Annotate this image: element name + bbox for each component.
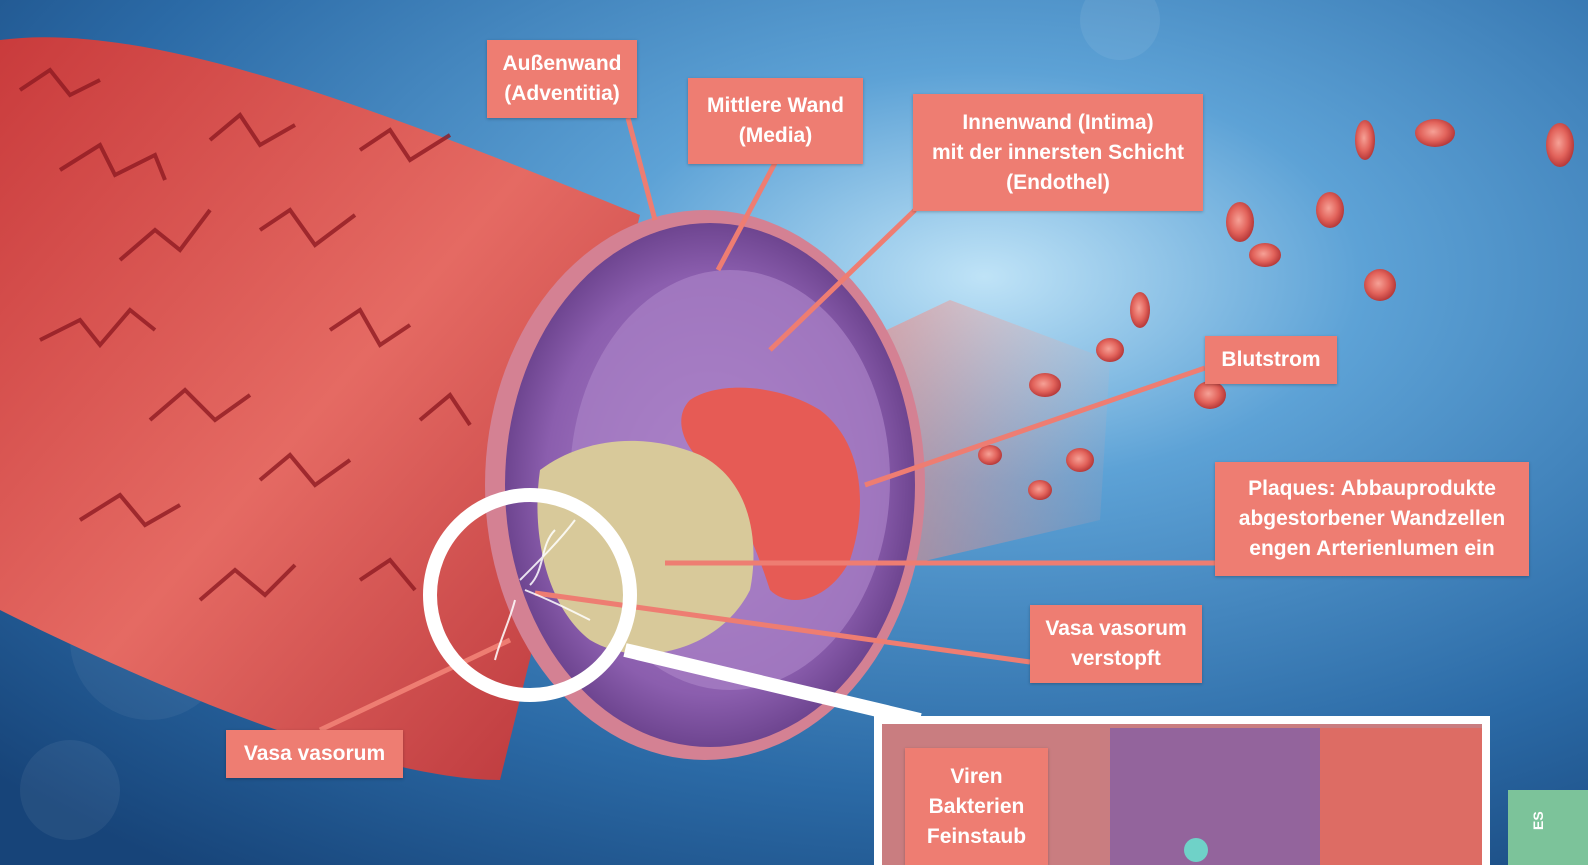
label-innenwand: Innenwand (Intima) mit der innersten Sch…	[913, 94, 1203, 211]
red-blood-cell	[978, 445, 1002, 465]
virus-particle	[1184, 838, 1208, 862]
red-blood-cell	[1355, 120, 1375, 160]
label-vasa-vasorum-verstopft: Vasa vasorum verstopft	[1030, 605, 1202, 683]
red-blood-cell	[1096, 338, 1124, 362]
label-viren-bakterien-feinstaub: Viren Bakterien Feinstaub	[905, 748, 1048, 865]
bokeh-dot	[20, 740, 120, 840]
label-vasa-vasorum: Vasa vasorum	[226, 730, 403, 778]
red-blood-cell	[1316, 192, 1344, 228]
red-blood-cell	[1364, 269, 1396, 301]
inset-media-texture	[1110, 728, 1320, 865]
red-blood-cell	[1546, 123, 1574, 167]
side-tab-label: ES	[1530, 811, 1546, 830]
inset-lumen	[1320, 728, 1482, 865]
red-blood-cell	[1130, 292, 1150, 328]
red-blood-cell	[1066, 448, 1094, 472]
red-blood-cell	[1226, 202, 1254, 242]
label-blutstrom: Blutstrom	[1205, 336, 1337, 384]
side-tab[interactable]: ES	[1508, 790, 1588, 865]
label-mittlere-wand: Mittlere Wand (Media)	[688, 78, 863, 164]
red-blood-cell	[1029, 373, 1061, 397]
red-blood-cell	[1028, 480, 1052, 500]
label-aussenwand: Außenwand (Adventitia)	[487, 40, 637, 118]
label-plaques: Plaques: Abbauprodukte abgestorbener Wan…	[1215, 462, 1529, 576]
red-blood-cell	[1194, 381, 1226, 409]
red-blood-cell	[1249, 243, 1281, 267]
red-blood-cell	[1415, 119, 1455, 147]
